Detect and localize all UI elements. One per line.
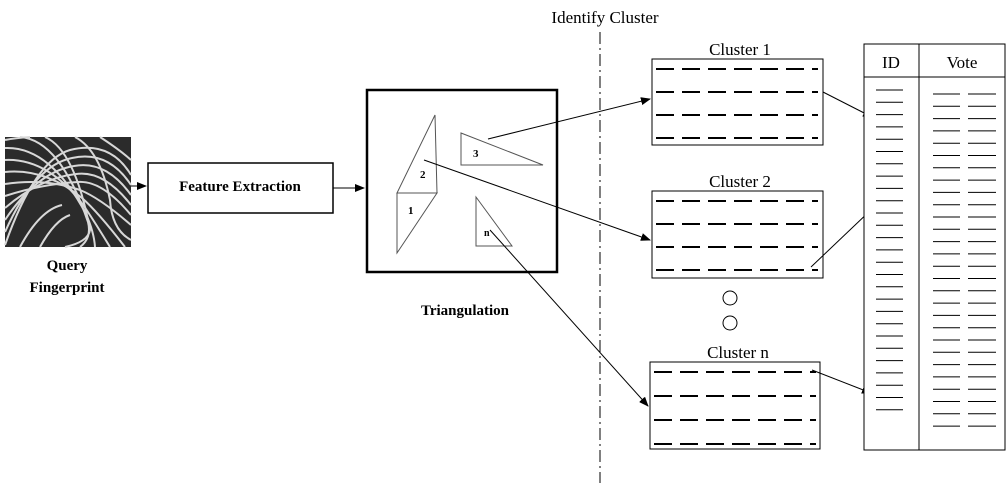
- cluster-n-box: [649, 361, 821, 450]
- arrow-clustern-to-table: [811, 369, 872, 394]
- cluster-1-rows: [656, 68, 818, 139]
- arrow-triangle2-to-cluster2: [423, 159, 651, 241]
- cluster-2-box: [651, 190, 824, 279]
- triangle-1: [396, 192, 438, 255]
- triangulation-box: [365, 88, 559, 274]
- triangle-3-label: 3: [473, 148, 479, 160]
- cluster-n-rows: [654, 371, 816, 445]
- vote-table-vote-header: Vote: [947, 53, 978, 72]
- triangulation-label: Triangulation: [421, 303, 510, 319]
- triangle-1-label: 1: [408, 205, 414, 217]
- identify-cluster-label: Identify Cluster: [551, 8, 659, 27]
- cluster-1-box: [651, 58, 824, 146]
- feature-extraction-box: [147, 162, 334, 214]
- cluster-1-title: Cluster 1: [709, 40, 771, 59]
- fingerprint-label-line2: Fingerprint: [30, 280, 105, 296]
- vote-table-rows: [876, 89, 996, 427]
- fingerprint-label-line1: Query: [47, 258, 88, 274]
- feature-extraction-label: Feature Extraction: [179, 179, 301, 195]
- arrow-trianglen-to-clustern: [489, 229, 649, 407]
- triangle-2-label: 2: [420, 169, 426, 181]
- ellipsis-circle-2: [722, 315, 738, 331]
- fingerprint-image: [4, 136, 132, 248]
- triangle-3: [460, 132, 544, 166]
- triangle-n-label: n: [484, 228, 490, 239]
- vote-table-id-header: ID: [882, 53, 900, 72]
- cluster-2-rows: [656, 200, 818, 271]
- vote-table: [863, 43, 1006, 451]
- cluster-n-title: Cluster n: [707, 343, 769, 362]
- arrow-cluster2-to-table: [810, 207, 874, 268]
- ellipsis-circle-1: [722, 290, 738, 306]
- arrow-triangle3-to-cluster1: [487, 97, 651, 140]
- cluster-2-title: Cluster 2: [709, 172, 771, 191]
- triangle-n: [475, 195, 513, 247]
